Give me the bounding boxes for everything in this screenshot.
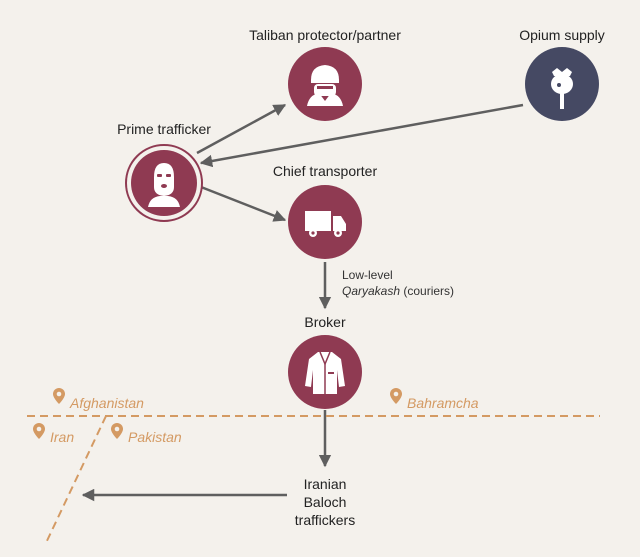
place-pakistan: Pakistan xyxy=(128,429,182,445)
arrow-opium-to-prime xyxy=(199,103,524,168)
taliban-node xyxy=(288,47,362,121)
location-pin-icon xyxy=(111,423,123,439)
poppy-pod-icon xyxy=(551,68,573,109)
location-pin-icon xyxy=(390,388,402,404)
prime-label: Prime trafficker xyxy=(117,121,211,137)
iranian-label-line3: traffickers xyxy=(294,512,356,528)
place-afghanistan: Afghanistan xyxy=(70,395,144,411)
balaclava-icon xyxy=(148,163,180,207)
place-iran: Iran xyxy=(50,429,75,445)
arrow-prime-to-chief xyxy=(200,185,287,222)
location-pin-icon xyxy=(33,423,45,439)
couriers-line2: Qaryakash (couriers) xyxy=(342,283,454,299)
prime-node xyxy=(125,144,203,222)
couriers-italic: Qaryakash xyxy=(342,284,401,298)
opium-label: Opium supply xyxy=(519,27,605,43)
chief-label: Chief transporter xyxy=(272,163,378,179)
iranian-label-line2: Baloch xyxy=(303,494,347,510)
arrow-prime-to-taliban xyxy=(196,103,287,155)
chief-node xyxy=(288,185,362,259)
couriers-line1: Low-level xyxy=(342,268,393,282)
place-bahramcha: Bahramcha xyxy=(407,395,479,411)
iranian-label-line1: Iranian xyxy=(303,476,347,492)
border-iran-pakistan xyxy=(44,415,107,546)
taliban-label: Taliban protector/partner xyxy=(249,27,401,43)
location-pin-icon xyxy=(53,388,65,404)
broker-label: Broker xyxy=(304,314,346,330)
couriers-rest: (couriers) xyxy=(400,284,455,298)
broker-node xyxy=(288,335,362,409)
opium-node xyxy=(525,47,599,121)
